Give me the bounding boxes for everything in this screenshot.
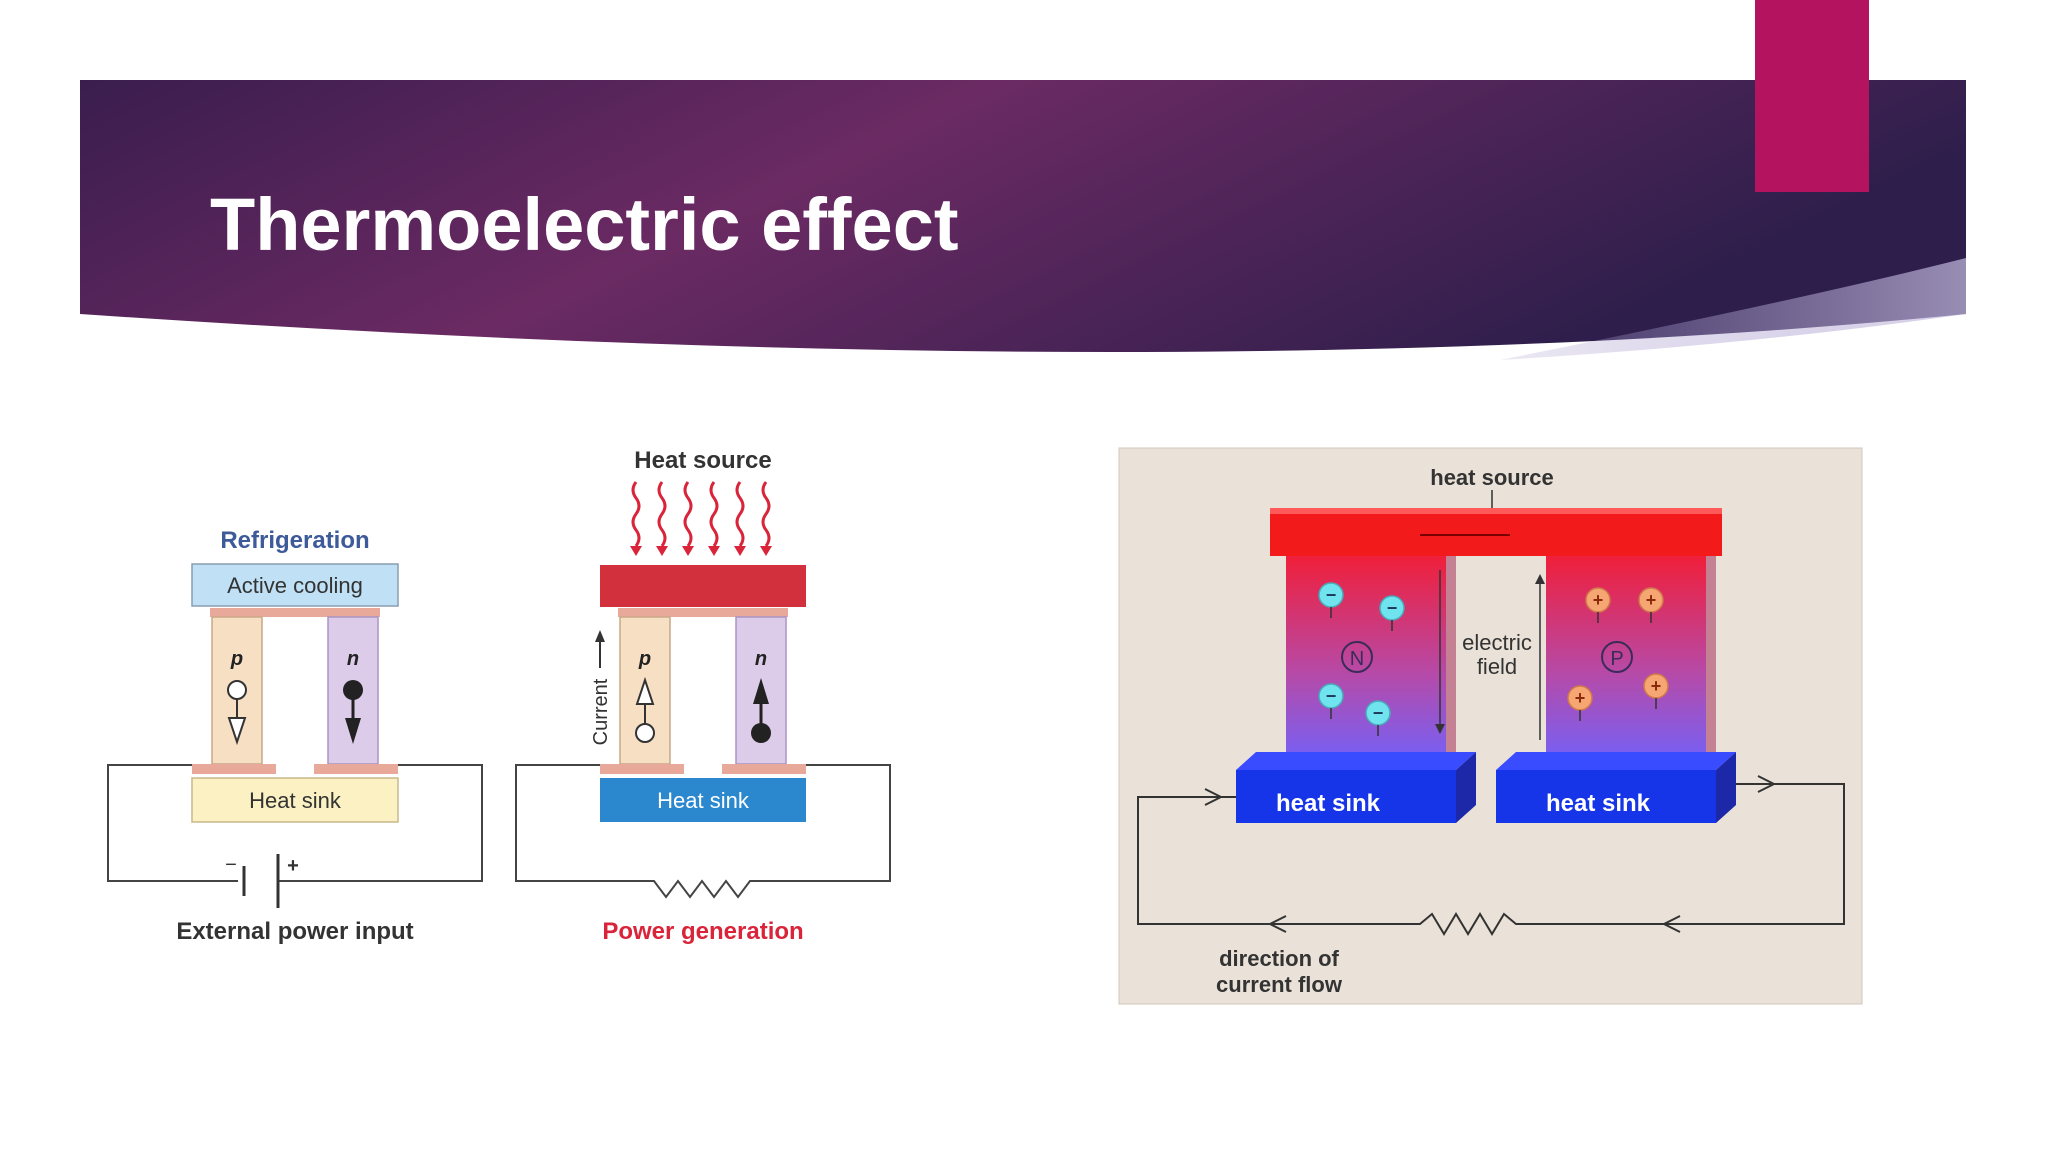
n-leg-label: n (347, 648, 359, 670)
hot-plate (600, 565, 806, 607)
top-conductor (210, 608, 380, 617)
right-sink (1496, 770, 1716, 823)
field-arrow-down-head (1435, 724, 1445, 734)
active-cooling-label: Active cooling (227, 573, 363, 598)
field-label-line2: field (1477, 654, 1517, 679)
n-label: N (1350, 648, 1364, 670)
banner-sheen (1500, 258, 1966, 360)
hole-signs: + + + + (1575, 590, 1662, 708)
bottom-conductor-left (192, 764, 276, 774)
electron-arrow-head (753, 678, 769, 704)
n-leg-block (1286, 556, 1446, 770)
electron-particles (1318, 582, 1405, 726)
left-sink-label: heat sink (1276, 790, 1381, 817)
left-sink-top (1236, 752, 1476, 770)
circuit-wire (107, 764, 238, 882)
p-label: P (1610, 648, 1623, 670)
electron-carrier (751, 723, 771, 743)
field-label-line1: electric (1462, 630, 1532, 655)
hole-sign: + (1646, 590, 1657, 610)
field-arrow-up-head (1535, 574, 1545, 584)
hole-sign: + (1593, 590, 1604, 610)
electron-sign: − (1387, 598, 1398, 618)
circuit-arrow-out (1757, 775, 1777, 793)
p-leg-label: p (230, 648, 243, 670)
circuit-arrow-bottom-left (1267, 915, 1287, 933)
electron-signs: − − − − (1326, 585, 1398, 723)
top-conductor (618, 608, 788, 617)
current-arrow-head (595, 630, 605, 642)
bottom-conductor-left (600, 764, 684, 774)
heat-sink-label: Heat sink (249, 788, 342, 813)
heat-source-label: heat source (1430, 465, 1554, 490)
right-sink-label: heat sink (1546, 790, 1651, 817)
refrigeration-diagram: Refrigeration Active cooling p n Heat si… (107, 527, 483, 945)
hole-particles (1567, 587, 1669, 711)
heat-sink-plate (191, 777, 399, 823)
hole-sign: + (1651, 676, 1662, 696)
p-label-circle (1601, 641, 1633, 673)
hole-arrow-head (227, 717, 247, 746)
electron-carrier (343, 680, 363, 700)
right-sink-top (1496, 752, 1736, 770)
hole-carrier (635, 723, 655, 743)
electron-sign: − (1373, 703, 1384, 723)
heat-wave-arrowheads (630, 546, 772, 556)
current-label: Current (590, 678, 612, 745)
left-sink (1236, 770, 1456, 823)
generation-diagram: Heat source p n Current (515, 447, 891, 945)
active-cooling-plate (191, 563, 399, 607)
p-leg-label: p (638, 648, 651, 670)
battery-minus: − (225, 854, 237, 876)
electron-sign: − (1326, 686, 1337, 706)
left-sink-side (1456, 752, 1476, 823)
n-leg-shadow (1446, 556, 1456, 770)
slide-title: Thermoelectric effect (210, 183, 959, 266)
heat-waves (631, 481, 771, 547)
external-circuit (1137, 783, 1845, 936)
generation-footer: Power generation (602, 918, 803, 945)
circuit-arrow-in (1204, 788, 1224, 806)
electron-arrow-head (345, 718, 361, 744)
circuit-arrow-bottom-right (1661, 915, 1681, 933)
flow-label-line2: current flow (1216, 972, 1343, 997)
bottom-conductor-right (722, 764, 806, 774)
flow-label-line1: direction of (1219, 946, 1339, 971)
p-leg-block (1546, 556, 1706, 770)
circuit-wire-right (278, 764, 483, 882)
hole-carrier (227, 680, 247, 700)
heat-sink-plate (600, 778, 806, 822)
n-label-circle (1341, 641, 1373, 673)
circuit-wire (515, 764, 891, 899)
heat-sink-label: Heat sink (657, 788, 750, 813)
accent-tab (1755, 0, 1869, 192)
title-banner (80, 80, 1966, 352)
p-leg-shadow (1706, 556, 1716, 770)
refrigeration-footer: External power input (176, 918, 413, 945)
n-leg-label: n (755, 648, 767, 670)
battery-plus: + (287, 855, 299, 877)
hole-sign: + (1575, 688, 1586, 708)
right-sink-side (1716, 752, 1736, 823)
electron-sign: − (1326, 585, 1337, 605)
thermocouple-diagram: heat source N P − − − − (1118, 447, 1863, 1005)
refrigeration-caption: Refrigeration (220, 527, 369, 554)
particle-drift-arrows (1330, 607, 1657, 736)
bottom-conductor-right (314, 764, 398, 774)
heat-source-caption: Heat source (634, 447, 771, 474)
